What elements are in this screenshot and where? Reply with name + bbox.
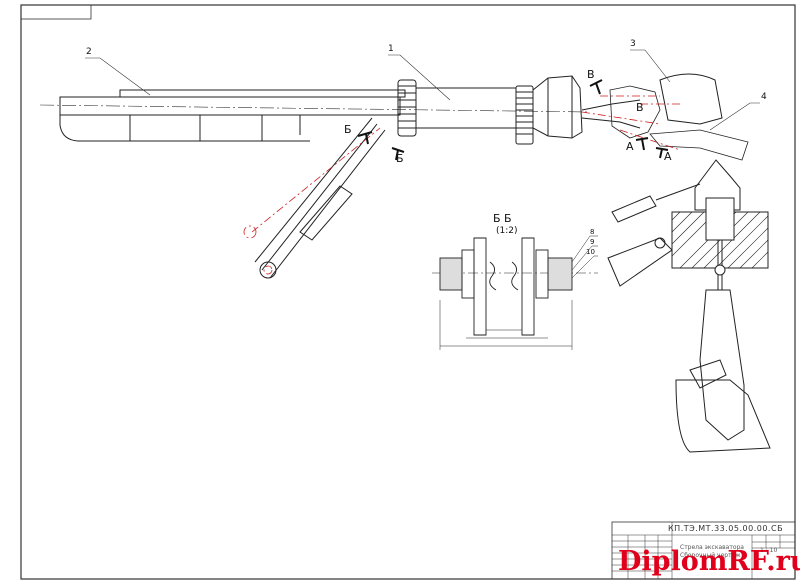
section-mark-v-left: В xyxy=(587,68,595,81)
cylinder-collar xyxy=(515,85,534,145)
detail-arm-pin xyxy=(654,237,666,249)
section-right-shaft xyxy=(521,237,535,336)
title-block-grid xyxy=(612,522,795,579)
section-left-hub xyxy=(461,249,475,299)
bucket-detail xyxy=(607,159,771,453)
corner-stamp xyxy=(20,4,92,20)
tip-links xyxy=(581,99,641,129)
sheet-frame xyxy=(20,4,796,580)
arrow-a-left xyxy=(635,137,649,151)
section-callout-8: 8 xyxy=(590,228,595,236)
boom-sleeve xyxy=(119,89,406,98)
tip-construction xyxy=(600,95,681,151)
boom-axis-red xyxy=(581,111,661,125)
section-mark-b-left: Б xyxy=(344,123,352,136)
strut-axis-red xyxy=(251,127,381,233)
tip-teeth xyxy=(649,129,749,161)
tip-parts xyxy=(609,85,661,139)
flange-nut-threads xyxy=(398,85,416,129)
section-break xyxy=(489,261,519,291)
strut-pivot xyxy=(259,261,277,279)
pivot-marker-a xyxy=(243,225,257,239)
callout-2: 2 xyxy=(86,47,92,57)
title-block-frame xyxy=(611,521,796,580)
section-leaders xyxy=(571,235,598,279)
arrow-v-left xyxy=(589,79,603,95)
boom-centerline xyxy=(39,104,591,113)
title-block-subtitle: Сборочный чертеж xyxy=(680,552,741,559)
boom-pipe-bend xyxy=(59,115,310,142)
arrow-b-right xyxy=(391,147,405,161)
detail-pin xyxy=(714,264,726,276)
detail-arm-upper-link xyxy=(655,183,701,201)
detail-bucket-rim xyxy=(689,359,727,389)
title-block-code: КП.ТЭ.МТ.33.05.00.00.СБ xyxy=(668,524,784,533)
section-view-scale: (1:2) xyxy=(496,226,518,236)
callout-4: 4 xyxy=(761,92,767,102)
leader-2 xyxy=(85,57,151,96)
boom-ribs xyxy=(129,115,301,141)
detail-body xyxy=(699,289,745,441)
title-block xyxy=(611,521,796,580)
boom-assembly xyxy=(39,73,749,279)
callout-1: 1 xyxy=(388,44,394,54)
detail-cap xyxy=(694,159,741,211)
arrow-b-left xyxy=(357,131,373,145)
title-block-sheet: 1 : 10 xyxy=(760,547,778,554)
detail-bucket xyxy=(675,379,771,453)
callout-3: 3 xyxy=(630,39,636,49)
section-left-shaft xyxy=(473,237,487,336)
pivot-marker-b xyxy=(263,265,273,275)
bucket-shell xyxy=(659,73,723,125)
cylinder-body xyxy=(415,87,517,129)
detail-piston xyxy=(705,197,735,241)
section-b-view xyxy=(432,235,598,350)
leader-lines xyxy=(85,49,760,131)
section-arrows xyxy=(357,79,669,161)
section-mark-a-right: А xyxy=(664,150,672,163)
strut-cylinder xyxy=(299,185,353,241)
leader-4 xyxy=(709,102,760,131)
section-mark-a-left: А xyxy=(626,140,634,153)
detail-arm-lower xyxy=(607,237,673,287)
dim-line-3 xyxy=(439,300,573,350)
arrow-a-right xyxy=(655,147,669,159)
section-right-flange xyxy=(547,257,573,291)
section-mark-b-right: Б xyxy=(396,152,404,165)
detail-arm-upper xyxy=(611,195,657,223)
section-callout-9: 9 xyxy=(590,238,595,246)
section-callout-10: 10 xyxy=(586,248,595,256)
construction-lines xyxy=(243,95,681,275)
diagonal-strut xyxy=(254,117,386,279)
watermark-logo: DiplomRF.ru xyxy=(618,546,800,577)
cone-nozzle-inner xyxy=(547,76,573,138)
leader-1 xyxy=(388,54,451,101)
cone-nozzle xyxy=(532,75,583,139)
leader-3 xyxy=(630,49,671,83)
section-mark-v-right: В xyxy=(636,101,644,114)
section-view-title: Б Б xyxy=(493,212,512,225)
title-block-title: Стрела экскаватора xyxy=(680,544,744,551)
section-left-flange xyxy=(439,257,463,291)
collar-knurl xyxy=(516,91,533,135)
section-right-hub xyxy=(535,249,549,299)
